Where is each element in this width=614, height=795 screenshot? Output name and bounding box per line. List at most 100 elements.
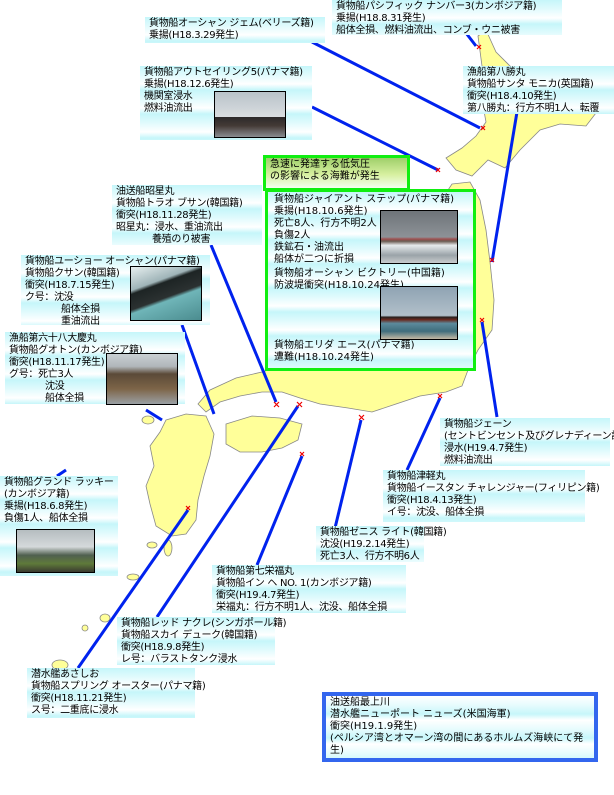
- incident-line: の影響による海難が発生: [270, 171, 380, 182]
- incident-line: 乗揚(H18.10.6発生): [274, 206, 368, 217]
- incident-line: (セントビンセント及びグレナディーン諸島籍): [444, 431, 614, 442]
- incident-line: レ号：バラストタンク浸水: [121, 654, 238, 665]
- incident-line: 貨物船エリダ エース(パナマ籍): [274, 340, 415, 351]
- incident-line: 第八勝丸：行方不明1人、転覆: [467, 103, 600, 114]
- label-pacific-number3: 貨物船パシフィック ナンバー3(カンボジア籍)乗揚(H18.8.31発生)船体全…: [332, 0, 562, 36]
- incident-line: 貨物船ゼニス ライト(韓国籍): [320, 527, 447, 538]
- incident-line: 衝突(H18.11.21発生): [31, 693, 127, 704]
- tsushima: [141, 415, 155, 425]
- incident-line: 乗揚(H18.3.29発生): [149, 30, 239, 41]
- incident-line: 油送船昭星丸: [116, 186, 175, 197]
- incident-line: ス号：二重底に浸水: [31, 705, 119, 716]
- photo-giant-step: [380, 210, 458, 264]
- arrow-jane: [480, 321, 499, 418]
- photo-out-sailing: [214, 91, 286, 138]
- island: [126, 573, 140, 581]
- incident-line: イ号：沈没、船体全損: [387, 507, 484, 518]
- incident-line: (カンボジア籍): [4, 489, 70, 500]
- incident-line: 貨物船ユーショー オーシャン(パナマ籍): [25, 256, 200, 267]
- incident-line: 負傷2人: [274, 230, 311, 241]
- label-jane: 貨物船ジェーン(セントビンセント及びグレナディーン諸島籍)浸水(H19.4.7発…: [440, 418, 614, 466]
- arrow-zenith: [333, 419, 363, 529]
- incident-line: 栄福丸：行方不明1人、沈没、船体全損: [216, 602, 387, 613]
- incident-giant-step: 貨物船ジャイアント ステップ(パナマ籍)乗揚(H18.10.6発生)死亡8人、行…: [274, 194, 473, 266]
- incident-line: 遭難(H18.10.24発生): [274, 352, 374, 363]
- incident-line: 衝突(H19.4.7発生): [216, 590, 300, 601]
- incident-line: 貨物船ジェーン: [444, 419, 512, 430]
- incident-line: 貨物船レッド ナクレ(シンガポール籍): [121, 618, 287, 629]
- arrow-ocean-gem: [311, 40, 481, 130]
- incident-line: ク号：沈没: [25, 292, 74, 303]
- incident-line: 貨物船イースタン チャレンジャー(フィリピン籍): [387, 483, 600, 494]
- photo-grand-lucky: [16, 529, 95, 573]
- arrow-out-sailing: [311, 105, 439, 172]
- island: [99, 613, 111, 623]
- incident-line: 死亡3人、行方不明6人: [320, 551, 420, 562]
- arrow-pacific: [464, 32, 478, 47]
- incident-line: 浸水(H19.4.7発生): [444, 443, 528, 454]
- label-eifuku-maru: 貨物船第七栄福丸貨物船イン ヘ NO. 1(カンボジア籍)衝突(H19.4.7発…: [212, 565, 406, 613]
- incident-line: 負傷1人、船体全損: [4, 513, 88, 524]
- incident-line: 機関室浸水: [144, 91, 193, 102]
- incident-line: 貨物船津軽丸: [387, 471, 446, 482]
- incident-line: 貨物船トラオ ブサン(韓国籍): [116, 198, 243, 209]
- label-asashio: 潜水艦あさしお貨物船スプリング オースター(パナマ籍)衝突(H18.11.21発…: [27, 668, 206, 718]
- incident-line: グ号：死亡3人: [9, 369, 74, 380]
- incident-line: 燃料油流出: [444, 455, 493, 466]
- arrow-asashio: [76, 509, 190, 669]
- incident-line: 重油流出: [61, 316, 100, 327]
- incident-line: (ペルシア湾とオマーン湾の間にあるホルムズ海峡にて発生): [330, 733, 584, 756]
- incident-line: 乗揚(H18.8.31発生): [336, 13, 426, 24]
- arrow-tsugaru: [405, 397, 442, 471]
- incident-line: 船体全損: [45, 393, 84, 404]
- incident-line: 潜水艦あさしお: [31, 669, 99, 680]
- label-shosei-maru: 油送船昭星丸貨物船トラオ ブサン(韓国籍)衝突(H18.11.28発生)昭星丸：…: [112, 185, 262, 245]
- incident-line: 昭星丸：浸水、重油流出: [116, 222, 223, 233]
- kyushu: [145, 413, 215, 537]
- incident-line: 船体全損、燃料油流出、コンブ・ウニ被害: [336, 25, 520, 36]
- arrow-yusho: [180, 324, 216, 415]
- incident-line: 乗揚(H18.6.8発生): [4, 501, 88, 512]
- incident-line: 貨物船サンタ モニカ(英国籍): [467, 79, 594, 90]
- arrow-grand-lucky: [56, 468, 67, 478]
- incident-line: 貨物船オーシャン ビクトリー(中国籍): [274, 268, 445, 279]
- incident-line: 貨物船ジャイアント ステップ(パナマ籍): [274, 194, 455, 205]
- incident-line: 油送船最上川: [330, 697, 390, 708]
- incident-line: 貨物船アウトセイリング5(パナマ籍): [144, 67, 303, 78]
- incident-line: 潜水艦ニューポート ニューズ(米国海軍): [330, 709, 511, 720]
- incident-line: 衝突(H18.11.28発生): [116, 210, 212, 221]
- incident-line: 漁船第八勝丸: [467, 67, 526, 78]
- arrow-santa-monica: [490, 111, 519, 263]
- incident-line: 養殖のり被害: [152, 234, 211, 245]
- incident-line: 鉄鉱石・油流出: [274, 242, 344, 253]
- incident-ocean-victory: 貨物船オーシャン ビクトリー(中国籍)防波堤衝突(H18.10.24発生): [274, 268, 473, 292]
- storm-header-box: 急速に発達する低気圧の影響による海難が発生: [263, 155, 410, 191]
- label-red-nacre: 貨物船レッド ナクレ(シンガポール籍)貨物船スカイ デューク(韓国籍)衝突(H1…: [117, 617, 287, 665]
- incident-line: 貨物船グランド ラッキー: [4, 477, 114, 488]
- incident-line: 船体が二つに折損: [274, 254, 354, 265]
- incident-line: 衝突(H18.9.8発生): [121, 642, 205, 653]
- photo-dairoku: [106, 353, 178, 405]
- incident-line: 船体全損: [61, 304, 100, 315]
- incident-line: 燃料油流出: [144, 103, 193, 114]
- incident-line: 貨物船オーシャン ジェム(ベリーズ籍): [149, 18, 314, 29]
- photo-ocean-victory: [380, 286, 458, 340]
- incident-line: 衝突(H18.11.17発生): [9, 357, 105, 368]
- incident-line: 衝突(H18.4.13発生): [387, 495, 477, 506]
- shikoku: [225, 415, 303, 453]
- arrows: [56, 32, 519, 669]
- island: [146, 541, 158, 549]
- incident-line: 沈没(H19.2.14発生): [320, 539, 410, 550]
- label-santa-monica: 漁船第八勝丸貨物船サンタ モニカ(英国籍)衝突(H18.4.10発生)第八勝丸：…: [463, 66, 614, 114]
- arrow-shosei: [209, 244, 278, 403]
- incident-line: 貨物船スカイ デューク(韓国籍): [121, 630, 258, 641]
- label-tsugaru-maru: 貨物船津軽丸貨物船イースタン チャレンジャー(フィリピン籍)衝突(H18.4.1…: [383, 470, 600, 522]
- incident-line: 貨物船スプリング オースター(パナマ籍): [31, 681, 206, 692]
- arrow-eifuku: [255, 455, 304, 566]
- photo-yusho-ocean: [130, 266, 202, 321]
- storm-incidents-box: 貨物船ジャイアント ステップ(パナマ籍)乗揚(H18.10.6発生)死亡8人、行…: [265, 189, 476, 371]
- incident-line: 衝突(H19.1.9発生): [330, 721, 418, 732]
- label-zenith-light: 貨物船ゼニス ライト(韓国籍)沈没(H19.2.14発生)死亡3人、行方不明6人: [316, 526, 447, 562]
- incident-line: 漁船第六十八大慶丸: [9, 333, 97, 344]
- island: [81, 624, 89, 632]
